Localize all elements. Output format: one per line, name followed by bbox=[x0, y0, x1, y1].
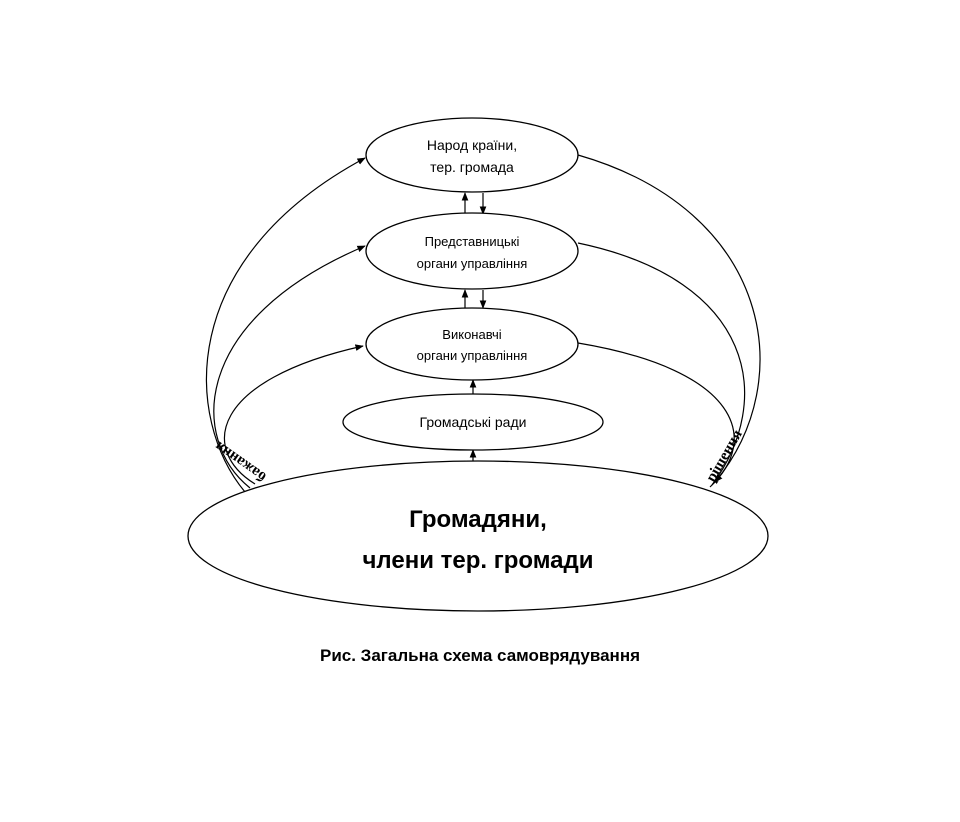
left-arc-to-people bbox=[205, 157, 366, 493]
node-representative-line1: Представницькі bbox=[425, 234, 520, 249]
figure-caption: Рис. Загальна схема самоврядування bbox=[319, 646, 641, 665]
right-arc-from-executive bbox=[577, 342, 735, 488]
self-government-diagram: Народ країни, тер. громада Представницьк… bbox=[187, 117, 769, 612]
node-people-line2: тер. громада bbox=[430, 159, 514, 175]
node-citizens-line2: члени тер. громади bbox=[363, 547, 594, 574]
node-citizens: Громадяни, члени тер. громади bbox=[187, 460, 769, 612]
node-representative: Представницькі органи управління bbox=[365, 212, 579, 290]
node-executive-line2: органи управління bbox=[417, 348, 528, 363]
right-flow-label: рішення bbox=[703, 427, 745, 485]
node-citizens-line1: Громадяни, bbox=[409, 506, 547, 533]
right-arc-from-people bbox=[577, 154, 761, 483]
node-people-line1: Народ країни, bbox=[427, 137, 517, 153]
node-executive-line1: Виконавчі bbox=[442, 327, 502, 342]
left-arc-to-executive bbox=[223, 344, 364, 485]
node-councils: Громадські ради bbox=[342, 393, 604, 451]
node-people: Народ країни, тер. громада bbox=[365, 117, 579, 193]
node-executive: Виконавчі органи управління bbox=[365, 307, 579, 381]
left-arc-to-representative bbox=[213, 245, 366, 489]
left-flow-label: бажання bbox=[212, 438, 269, 485]
node-councils-label: Громадські ради bbox=[420, 414, 527, 430]
node-representative-line2: органи управління bbox=[417, 256, 528, 271]
